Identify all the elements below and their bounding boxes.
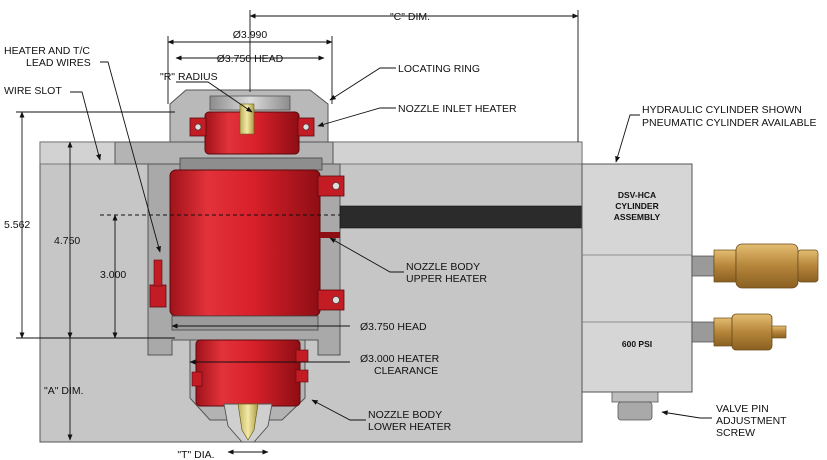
cylinder-rod — [339, 205, 583, 229]
dimension-lines — [16, 10, 579, 455]
locating-ring-label: LOCATING RING — [398, 63, 480, 75]
nozzle-upper-heater-label-2: UPPER HEATER — [406, 273, 487, 285]
nozzle-lower-heater-label-1: NOZZLE BODY — [368, 409, 442, 421]
adjustment-label: ADJUSTMENT — [716, 415, 787, 427]
lower-hydraulic-fitting — [691, 313, 787, 351]
nozzle-lower-heater-label-2: LOWER HEATER — [368, 421, 452, 433]
nozzle-upper-heater — [149, 157, 345, 331]
upper-hydraulic-fitting — [691, 243, 819, 289]
hydraulic-cylinder-label: HYDRAULIC CYLINDER SHOWN — [642, 104, 802, 116]
head-diameter-bottom-label: Ø3.750 HEAD — [360, 321, 427, 333]
leader-lines — [70, 61, 712, 421]
t-dia-label: "T" DIA. — [177, 449, 214, 460]
r-radius-label: "R" RADIUS — [160, 71, 218, 83]
nozzle-tip — [223, 403, 273, 443]
pneumatic-available-label: PNEUMATIC CYLINDER AVAILABLE — [642, 117, 816, 129]
nozzle-inlet-heater-label: NOZZLE INLET HEATER — [398, 103, 517, 115]
nozzle-inlet-heater — [189, 103, 315, 155]
cylinder-assembly: DSV-HCA CYLINDER ASSEMBLY 600 PSI — [581, 163, 693, 421]
lead-wires-label: LEAD WIRES — [26, 57, 91, 69]
heater-clearance-label-1: Ø3.000 HEATER — [360, 353, 440, 365]
nozzle-upper-heater-label-1: NOZZLE BODY — [406, 261, 480, 273]
screw-label: SCREW — [716, 427, 755, 439]
head-diameter-top-label: Ø3.750 HEAD — [217, 53, 284, 65]
dim-3000-label: 3.000 — [100, 269, 126, 281]
cylinder-assembly-label: ASSEMBLY — [614, 212, 661, 222]
a-dim-label: "A" DIM. — [44, 385, 84, 397]
cylinder-type-label: CYLINDER — [615, 201, 658, 211]
c-dim-label: "C" DIM. — [390, 11, 430, 23]
heater-tc-label: HEATER AND T/C — [4, 45, 90, 57]
diameter-3990-label: Ø3.990 — [233, 29, 268, 41]
cylinder-model-label: DSV-HCA — [618, 190, 656, 200]
pressure-label: 600 PSI — [622, 339, 652, 349]
heater-clearance-label-2: CLEARANCE — [374, 365, 438, 377]
dim-5562-label: 5.562 — [4, 219, 30, 231]
wire-slot-label: WIRE SLOT — [4, 85, 62, 97]
dim-4750-label: 4.750 — [54, 235, 80, 247]
valve-pin-label: VALVE PIN — [716, 403, 769, 415]
nozzle-lower-heater — [191, 339, 309, 407]
